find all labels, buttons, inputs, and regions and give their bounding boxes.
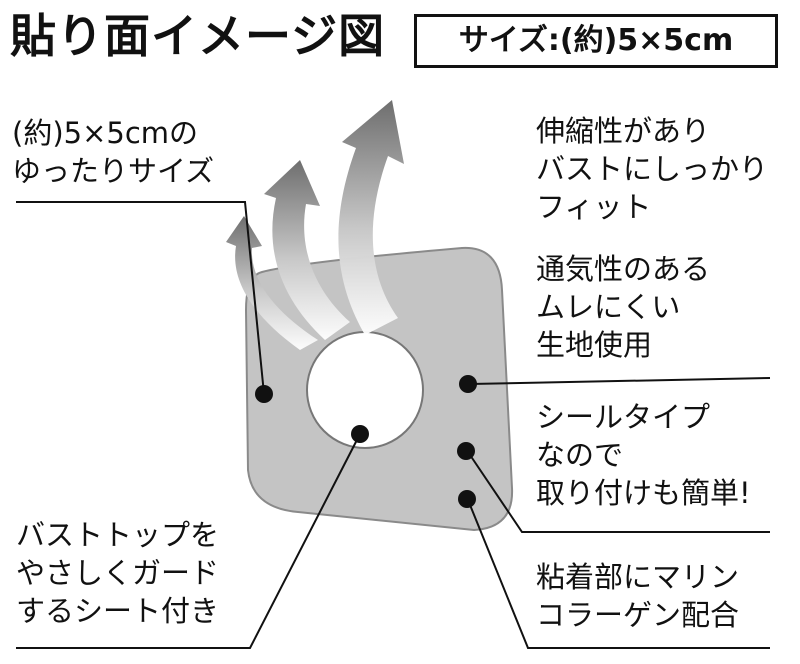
dot-seal	[457, 442, 475, 460]
callout-bust-top-line1: バストトップを	[16, 518, 220, 552]
leader-size	[16, 201, 265, 395]
callout-bust-top-line3: するシート付き	[16, 594, 220, 628]
callout-seal-line1: シールタイプ	[536, 400, 711, 434]
callout-stretch-line2: バストにしっかり	[536, 152, 769, 186]
diagram-title: 貼り面イメージ図	[10, 9, 386, 63]
callout-breathable: 通気性のある ムレにくい 生地使用	[536, 250, 710, 364]
leader-bust-top	[16, 433, 361, 649]
callout-dot-icon	[255, 375, 477, 508]
leader-stretch-breathable	[469, 377, 771, 385]
callout-size-line2: ゆったりサイズ	[12, 154, 215, 188]
callout-size: (約)5×5cmの ゆったりサイズ	[12, 114, 214, 190]
callout-seal-line2: なので	[536, 438, 624, 472]
callout-bust-top-line2: やさしくガード	[16, 556, 220, 590]
callout-stretch-line3: フィット	[536, 190, 652, 224]
callout-collagen: 粘着部にマリン コラーゲン配合	[536, 558, 739, 634]
callout-breathable-line3: 生地使用	[536, 328, 653, 362]
dot-size	[255, 385, 273, 403]
callout-collagen-line1: 粘着部にマリン	[536, 560, 740, 594]
callout-bust-top: バストトップを やさしくガード するシート付き	[16, 516, 219, 630]
callout-breathable-line1: 通気性のある	[536, 252, 711, 286]
leader-collagen	[467, 499, 770, 649]
callout-lines	[16, 201, 771, 649]
dot-bust-top	[351, 425, 369, 443]
callout-seal: シールタイプ なので 取り付けも簡単!	[536, 398, 751, 512]
callout-collagen-line2: コラーゲン配合	[536, 598, 740, 632]
callout-size-line1: (約)5×5cmの	[12, 116, 199, 150]
size-badge: サイズ:(約)5×5cm	[414, 14, 778, 68]
callout-stretch: 伸縮性があり バストにしっかり フィット	[536, 112, 768, 226]
dot-breathable	[459, 375, 477, 393]
dot-collagen	[458, 490, 476, 508]
leader-seal	[467, 451, 770, 533]
callout-stretch-line1: 伸縮性があり	[536, 114, 711, 148]
callout-seal-line3: 取り付けも簡単!	[536, 476, 751, 510]
callout-breathable-line2: ムレにくい	[536, 290, 681, 324]
